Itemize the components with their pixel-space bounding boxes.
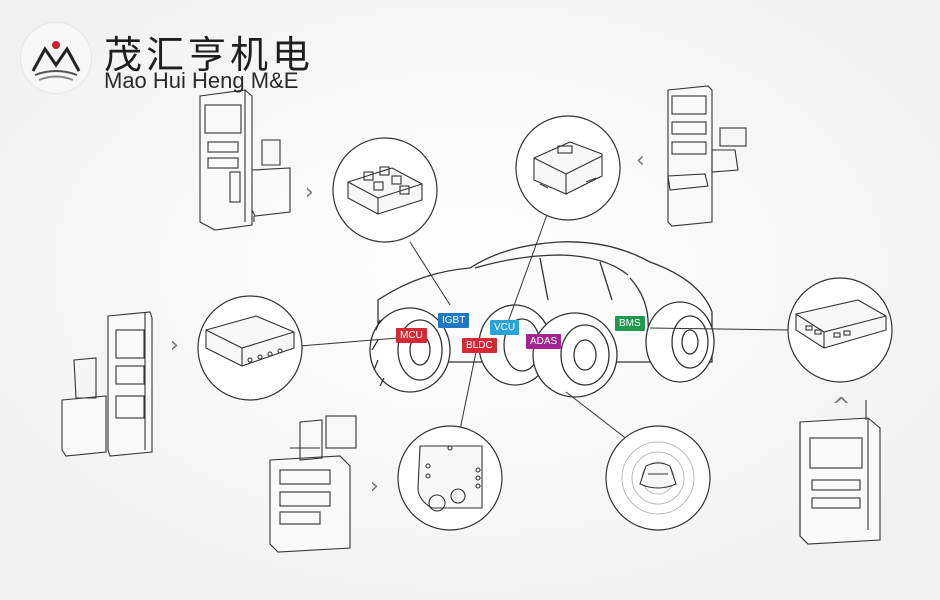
- test-station-top-left: [199, 89, 291, 231]
- bldc-motor-board-circle: [397, 425, 503, 531]
- arrow-right-icon: ›: [370, 474, 379, 499]
- wheel-rear-right: [645, 301, 715, 383]
- wheel-rear-left: [532, 312, 618, 398]
- test-station-mid-left: [61, 311, 153, 457]
- brand-name-cn: 茂汇亨机电: [104, 33, 315, 77]
- test-station-bottom-right: [799, 400, 881, 545]
- arrow-right-icon: ›: [170, 333, 179, 358]
- adas-radar-circle: [605, 425, 711, 531]
- car-illustration: [369, 241, 715, 398]
- mcu-controller-circle: [197, 295, 303, 401]
- connector-lines: [299, 211, 791, 441]
- brand-mark: [20, 22, 92, 94]
- tag-igbt: IGBT: [438, 313, 470, 328]
- brand-name-en: Mao Hui Heng M&E: [104, 68, 299, 93]
- bms-module-circle: [787, 277, 893, 383]
- vcu-controller-circle: [515, 115, 621, 221]
- arrow-up-icon: ^: [832, 394, 851, 419]
- igbt-module-circle: [332, 137, 438, 243]
- arrow-left-icon: ‹: [636, 148, 645, 173]
- tag-adas: ADAS: [526, 334, 562, 349]
- tag-vcu: VCU: [490, 320, 520, 335]
- brand-logo: 茂汇亨机电 Mao Hui Heng M&E: [20, 22, 350, 94]
- arrow-right-icon: ›: [305, 180, 314, 205]
- tag-bldc: BLDC: [462, 338, 497, 353]
- test-station-top-right: [667, 85, 747, 227]
- wheel-front-left: [369, 307, 451, 393]
- tag-bms: BMS: [615, 316, 645, 331]
- tag-mcu: MCU: [396, 328, 427, 343]
- test-station-bottom-left: [269, 415, 357, 553]
